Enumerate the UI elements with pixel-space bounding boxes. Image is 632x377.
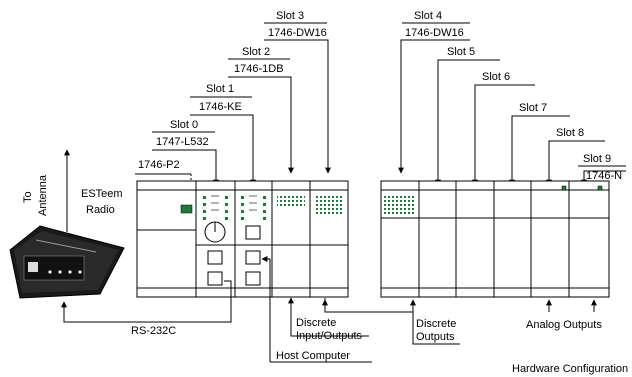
slot-8-led xyxy=(561,185,567,191)
slot-4-module: 1746-DW16 xyxy=(405,27,464,39)
antenna-label-line1: To xyxy=(22,191,34,203)
discrete-outputs-label-line1: Discrete xyxy=(416,318,456,330)
rs232-label: RS-232C xyxy=(131,325,176,337)
slot-5-label: Slot 5 xyxy=(447,46,475,58)
discrete-io-label-line2: Input/Outputs xyxy=(296,330,363,342)
slot-1-callout: Slot 1 1746-KE xyxy=(190,83,256,186)
slot-6-callout: Slot 6 xyxy=(472,71,535,186)
slot-7-callout: Slot 7 xyxy=(509,102,570,186)
esteem-radio xyxy=(9,225,125,299)
port-icon xyxy=(207,271,223,286)
antenna-label-line2: Antenna xyxy=(37,174,49,216)
slot-3-label: Slot 3 xyxy=(276,10,304,22)
slot-1-label: Slot 1 xyxy=(206,83,234,95)
slot-2-callout: Slot 2 1746-1DB xyxy=(228,46,294,174)
chassis-right xyxy=(380,180,610,298)
analog-outputs-label: Analog Outputs xyxy=(526,319,602,331)
slot-5-callout: Slot 5 xyxy=(435,46,500,186)
port-icon xyxy=(245,225,261,240)
slot-8-callout: Slot 8 xyxy=(546,127,605,186)
slot-1-module xyxy=(241,195,266,286)
discrete-outputs-label-line2: Outputs xyxy=(416,331,455,343)
slot-3-callout: Slot 3 1746-DW16 xyxy=(264,10,331,174)
chassis-left xyxy=(136,180,349,298)
power-led xyxy=(180,204,193,214)
slot-2-module: 1746-1DB xyxy=(234,63,284,75)
slot-4-callout: Slot 4 1746-DW16 xyxy=(398,10,470,174)
slot-4-module xyxy=(384,196,416,216)
slot-0-label: Slot 0 xyxy=(170,119,198,131)
slot-9-callout: Slot 9 1746-N xyxy=(578,153,626,186)
host-computer-label: Host Computer xyxy=(276,350,350,362)
port-icon xyxy=(207,250,223,265)
slot-0-module: 1747-L532 xyxy=(156,136,209,148)
diagram-caption: Hardware Configuration xyxy=(512,363,628,375)
port-icon xyxy=(245,271,261,286)
slot-0-module xyxy=(203,195,228,286)
slot-3-module: 1746-DW16 xyxy=(268,27,327,39)
slot-1-module: 1746-KE xyxy=(199,101,242,113)
discrete-io-label-line1: Discrete xyxy=(296,317,336,329)
slot-9-led xyxy=(597,185,603,191)
radio-label-line1: ESTeem xyxy=(81,188,123,200)
slot-9-label: Slot 9 xyxy=(583,153,611,165)
slot-2-label: Slot 2 xyxy=(242,46,270,58)
radio-label-line2: Radio xyxy=(86,204,115,216)
rs232-line xyxy=(61,280,232,323)
slot-4-label: Slot 4 xyxy=(414,10,442,22)
slot-7-label: Slot 7 xyxy=(519,102,547,114)
slot-6-label: Slot 6 xyxy=(482,71,510,83)
slot-2-module xyxy=(277,195,305,208)
slot-9-module: 1746-N xyxy=(586,170,622,182)
slot-8-label: Slot 8 xyxy=(556,127,584,139)
slot-3-module xyxy=(314,195,344,215)
slot-0-callout: Slot 0 1747-L532 xyxy=(152,119,219,186)
power-supply-label: 1746-P2 xyxy=(138,159,180,171)
port-icon xyxy=(245,250,261,265)
